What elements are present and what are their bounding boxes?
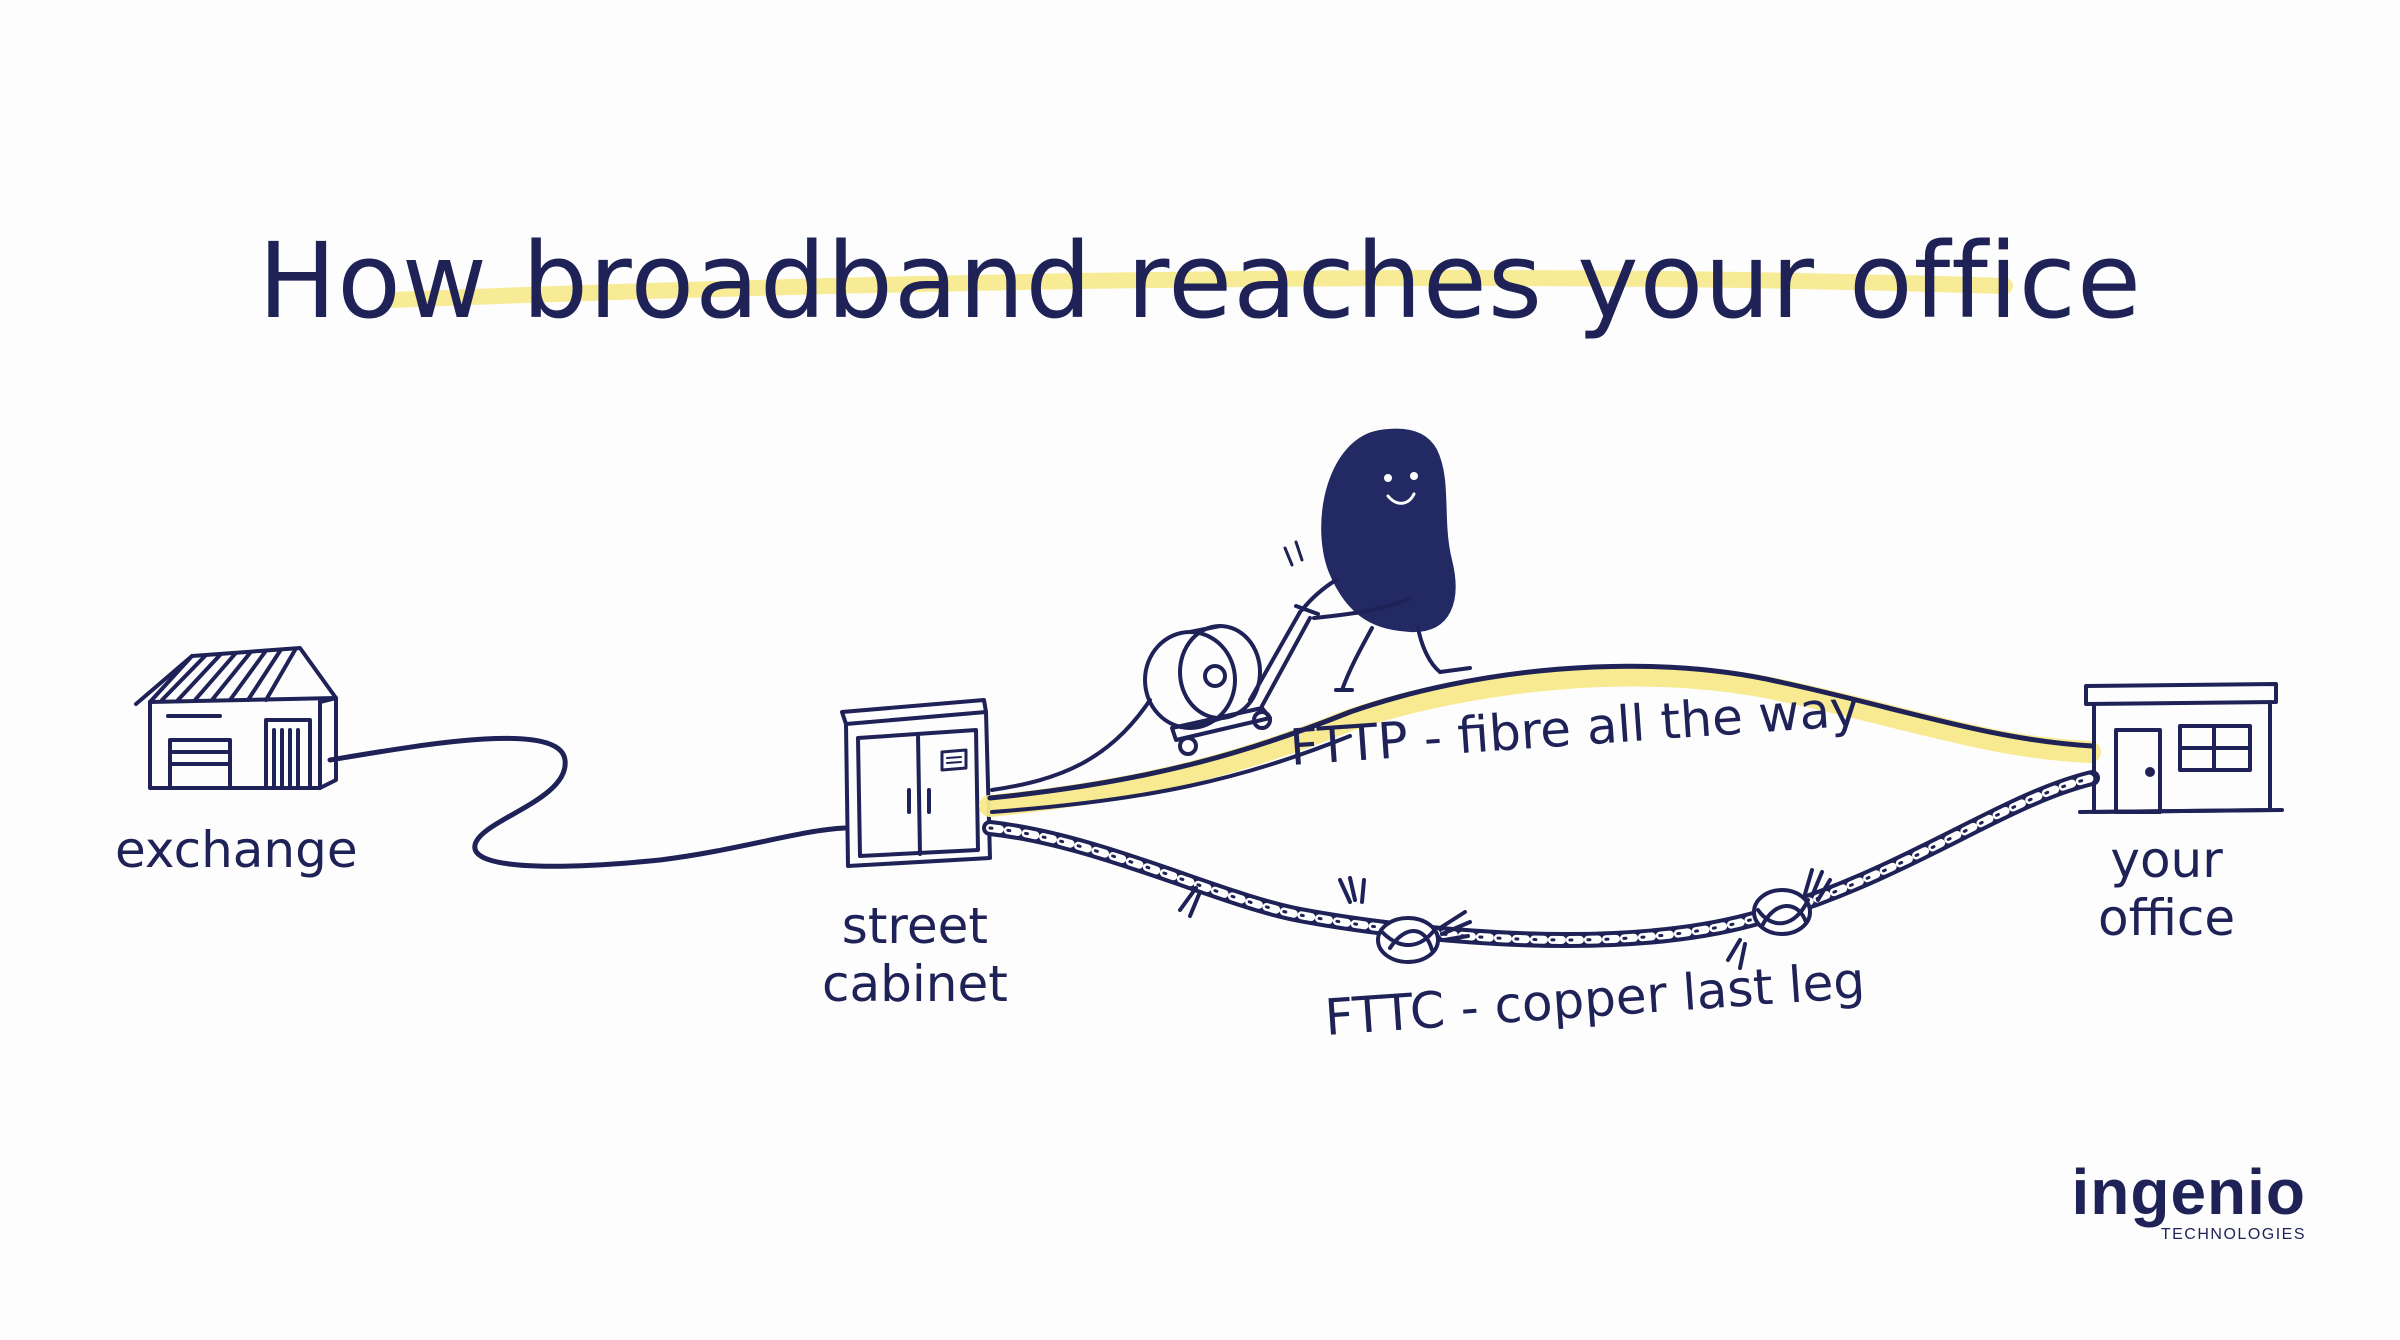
page-title: How broadband reaches your office (258, 219, 2142, 342)
brand-tagline: TECHNOLOGIES (2160, 1226, 2306, 1243)
brand-name: ingenio (2071, 1156, 2306, 1228)
brand-logo: ingenio TECHNOLOGIES (2071, 1160, 2306, 1244)
cable-reel-cart-icon (1143, 604, 1320, 756)
bean-character-mascot (1283, 428, 1472, 692)
fttc-copper-rope (982, 770, 2100, 948)
street-cabinet-icon (840, 698, 992, 868)
exchange-to-cabinet-cable (327, 735, 848, 869)
your-office-label-line1: your (2110, 831, 2223, 889)
street-cabinet-label-line2: cabinet (822, 954, 1008, 1013)
fttp-fibre-highlight (979, 664, 2101, 817)
rope-knot-left-icon (1178, 876, 1472, 964)
your-office-label: your office (2098, 831, 2236, 947)
street-cabinet-label-line1: street (841, 897, 989, 955)
exchange-building-icon (134, 646, 338, 790)
office-building-icon (2078, 682, 2284, 814)
street-cabinet-label: street cabinet (822, 897, 1008, 1013)
rope-knot-right-icon (1726, 868, 1832, 970)
exchange-label: exchange (115, 821, 358, 879)
your-office-label-line2: office (2098, 888, 2236, 947)
fttp-fibre-cable (987, 663, 2095, 801)
title-underline-highlight (384, 270, 2013, 308)
